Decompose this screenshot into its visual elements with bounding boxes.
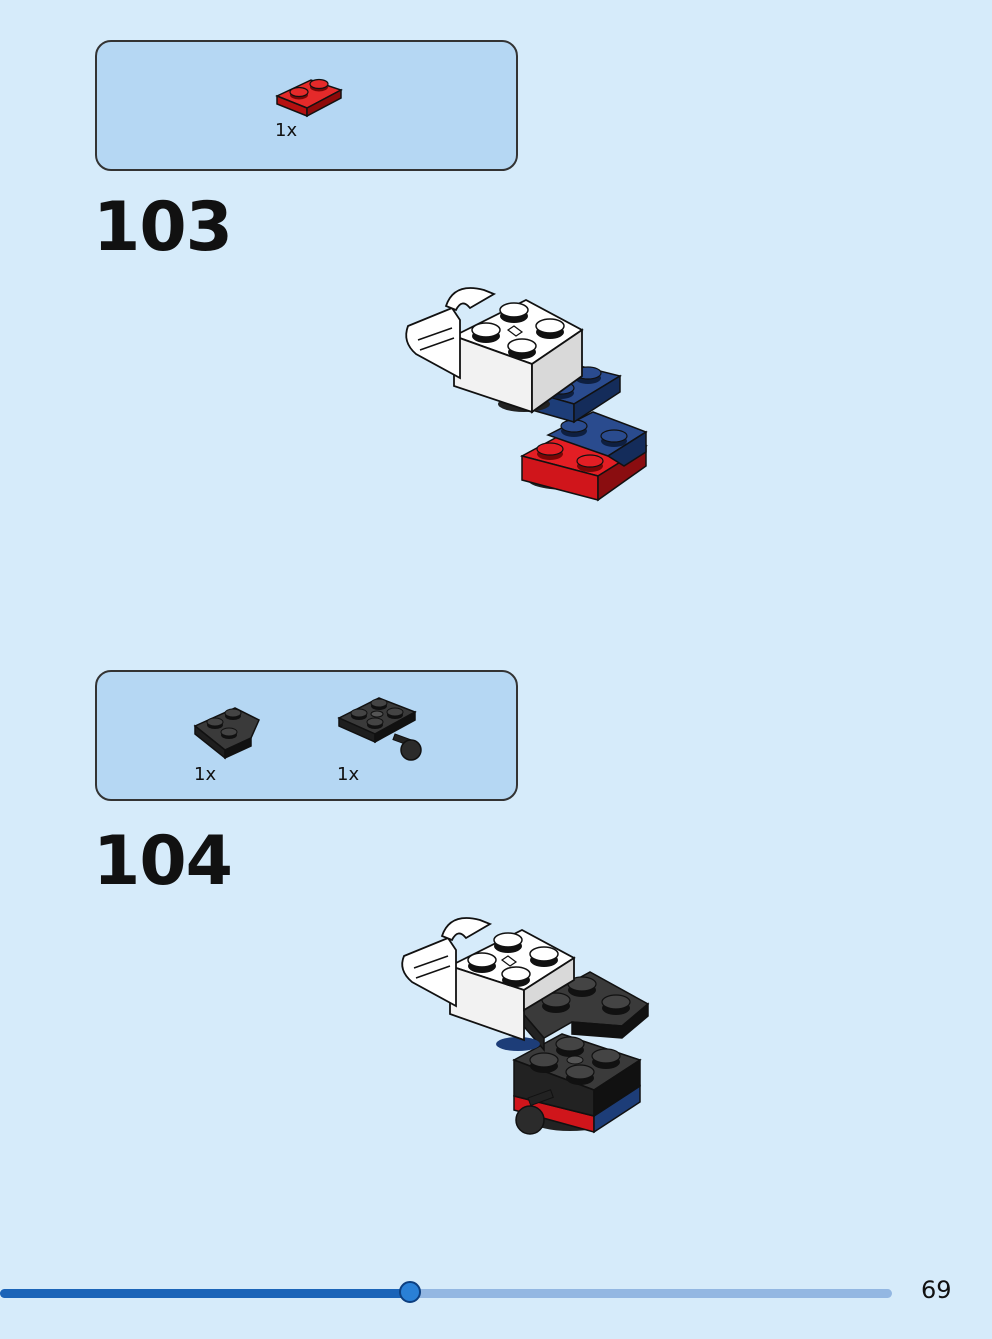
black-plate-2x2-towball-icon xyxy=(337,697,422,761)
step-number: 104 xyxy=(93,822,233,901)
assembly-step-104-icon xyxy=(401,917,650,1135)
part-quantity: 1x xyxy=(194,764,217,785)
page-number: 69 xyxy=(921,1276,952,1304)
progress-bar xyxy=(0,1281,892,1303)
part-quantity: 1x xyxy=(275,120,298,141)
red-plate-1x2-icon xyxy=(275,78,343,118)
black-wedge-plate-2x2-icon xyxy=(193,707,260,760)
parts-callout-step-104: 1x 1x xyxy=(95,670,518,801)
progress-fill xyxy=(0,1289,410,1298)
assembly-step-103-icon xyxy=(405,287,648,502)
step-number: 103 xyxy=(93,188,233,267)
parts-callout-step-103: 1x xyxy=(95,40,518,171)
part-quantity: 1x xyxy=(337,764,360,785)
progress-knob[interactable] xyxy=(399,1281,421,1303)
